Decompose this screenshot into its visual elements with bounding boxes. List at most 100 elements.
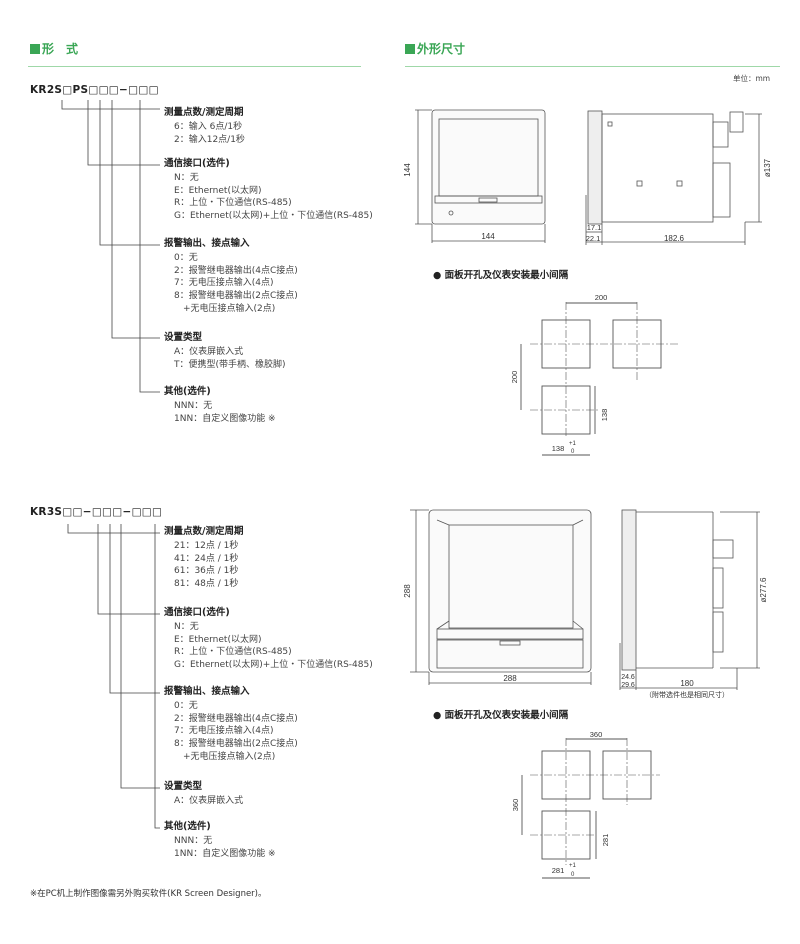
heading-text: 形 式 <box>42 42 79 56</box>
dim-note: （附带选件也是相同尺寸） <box>645 690 729 699</box>
green-square-icon <box>405 44 415 54</box>
option-group-title: 测量点数/测定周期 <box>164 107 244 118</box>
option-item: R：上位・下位通信(RS-485) <box>174 198 292 209</box>
tree-line <box>109 524 160 694</box>
tree-lines <box>61 100 160 829</box>
tree-line <box>111 100 160 339</box>
option-item: 1NN：自定义图像功能 ※ <box>174 413 276 424</box>
tol-minus: 0 <box>571 872 575 878</box>
dim-pitch-v: 360 <box>511 799 520 812</box>
option-item: E：Ethernet(以太网) <box>174 634 262 645</box>
section-heading-model: 形 式 <box>30 40 78 57</box>
heading-text: 外形尺寸 <box>417 42 466 56</box>
tree-line <box>67 524 160 534</box>
option-item: 0：无 <box>174 700 198 711</box>
option-group: 设置类型 A：仪表屏嵌入式 <box>164 781 243 808</box>
dim-pitch-h: 360 <box>590 730 603 739</box>
model-code-kr3s: KR3S□□−□□□−□□□ <box>30 506 163 518</box>
option-group-title: 测量点数/测定周期 <box>164 526 244 537</box>
kr2s-outline-drawing: 144 144 17.1 22.1 182.6 ø137 <box>403 109 772 245</box>
option-group-title: 设置类型 <box>164 332 203 343</box>
green-square-icon <box>30 44 40 54</box>
option-group-title: 报警输出、接点输入 <box>164 238 250 249</box>
dim-depth-2: 29.6 <box>621 682 635 689</box>
dim-diameter: ø277.6 <box>759 577 768 602</box>
option-group: 测量点数/测定周期 21：12点 / 1秒 41：24点 / 1秒 61：36点 / … <box>164 526 243 591</box>
dim-height: 144 <box>403 163 412 177</box>
cutout-title: ● 面板开孔及仪表安装最小间隔 <box>433 270 569 281</box>
option-group: 其他(选件) NNN：无 1NN：自定义图像功能 ※ <box>164 386 276 425</box>
tree-line <box>97 524 160 615</box>
option-group-title: 其他(选件) <box>164 821 211 832</box>
option-item: R：上位・下位通信(RS-485) <box>174 647 292 658</box>
dim-hole-h: 281 <box>601 834 610 847</box>
kr3s-cutout-drawing: 360 360 281 +1 0 281 <box>511 730 660 879</box>
option-item: 8：报警继电器输出(2点C接点) <box>174 291 298 302</box>
option-item: 1NN：自定义图像功能 ※ <box>174 848 276 859</box>
option-group: 通信接口(选件) N：无 E：Ethernet(以太网) R：上位・下位通信(RS-4… <box>164 607 373 672</box>
tol-minus: 0 <box>571 449 575 455</box>
dim-hole-h: 138 <box>600 409 609 422</box>
dim-width: 288 <box>503 674 517 683</box>
option-item: 2：报警继电器输出(4点C接点) <box>174 265 298 276</box>
option-group: 其他(选件) NNN：无 1NN：自定义图像功能 ※ <box>164 821 276 860</box>
divider <box>28 66 361 67</box>
option-group-title: 其他(选件) <box>164 386 211 397</box>
unit-label: 单位：mm <box>733 74 771 83</box>
option-item: 2：报警继电器输出(4点C接点) <box>174 713 298 724</box>
tree-line <box>87 100 160 166</box>
option-item: NNN：无 <box>174 400 213 411</box>
option-group-title: 报警输出、接点输入 <box>164 686 250 697</box>
option-group-title: 通信接口(选件) <box>164 158 230 169</box>
model-code-kr2s: KR2S□PS□□□−□□□ <box>30 84 159 96</box>
dim-depth-2: 22.1 <box>586 234 601 243</box>
kr2s-cutout-drawing: 200 200 138 +1 0 138 <box>510 293 680 456</box>
option-item: A：仪表屏嵌入式 <box>174 795 244 806</box>
option-item: 8：报警继电器输出(2点C接点) <box>174 739 298 750</box>
option-item: 0：无 <box>174 252 198 263</box>
option-item: +无电压接点输入(2点) <box>174 303 276 314</box>
option-item: 6：输入 6点/1秒 <box>174 121 243 132</box>
option-item: N：无 <box>174 621 199 632</box>
dim-depth-1: 24.6 <box>621 674 635 681</box>
option-item: +无电压接点输入(2点) <box>174 751 276 762</box>
option-item: A：仪表屏嵌入式 <box>174 346 244 357</box>
tree-line <box>139 100 160 393</box>
dim-depth-3: 180 <box>680 679 694 688</box>
tree-line <box>120 524 160 789</box>
dim-height: 288 <box>403 584 412 598</box>
option-item: NNN：无 <box>174 835 213 846</box>
option-group: 设置类型 A：仪表屏嵌入式 T：便携型(带手柄、橡胶脚) <box>164 332 286 371</box>
tol-plus: +1 <box>569 441 577 447</box>
option-item: E：Ethernet(以太网) <box>174 185 262 196</box>
option-group-title: 设置类型 <box>164 781 203 792</box>
dim-width: 144 <box>481 232 495 241</box>
section-heading-dimensions: 外形尺寸 <box>405 40 465 57</box>
tree-line <box>99 100 160 246</box>
tree-line <box>154 524 160 829</box>
option-item: 2：输入12点/1秒 <box>174 134 245 145</box>
option-item: T：便携型(带手柄、橡胶脚) <box>174 359 286 370</box>
dim-depth-3: 182.6 <box>664 234 685 243</box>
kr3s-outline-drawing: 288 288 24.6 29.6 180 （附带选件也是相同尺寸） ø277.… <box>403 509 768 699</box>
option-group-title: 通信接口(选件) <box>164 607 230 618</box>
dim-diameter: ø137 <box>763 158 772 177</box>
option-item: N：无 <box>174 172 199 183</box>
option-item: 41：24点 / 1秒 <box>174 553 239 564</box>
dim-hole-w: 281 <box>552 866 565 875</box>
option-item: 61：36点 / 1秒 <box>174 566 239 577</box>
dim-pitch-v: 200 <box>510 371 519 384</box>
option-item: G：Ethernet(以太网)+上位・下位通信(RS-485) <box>174 660 373 671</box>
option-group: 测量点数/测定周期 6：输入 6点/1秒 2：输入12点/1秒 <box>164 107 245 146</box>
dim-pitch-h: 200 <box>595 293 608 302</box>
tol-plus: +1 <box>569 863 577 869</box>
footnote: ※在PC机上制作图像需另外购买软件(KR Screen Designer)。 <box>30 889 267 899</box>
option-item: 21：12点 / 1秒 <box>174 540 239 551</box>
option-group: 通信接口(选件) N：无 E：Ethernet(以太网) R：上位・下位通信(RS-4… <box>164 158 373 223</box>
dim-depth-1: 17.1 <box>587 223 602 232</box>
cutout-title: ● 面板开孔及仪表安装最小间隔 <box>433 710 569 721</box>
tree-line <box>61 100 160 110</box>
